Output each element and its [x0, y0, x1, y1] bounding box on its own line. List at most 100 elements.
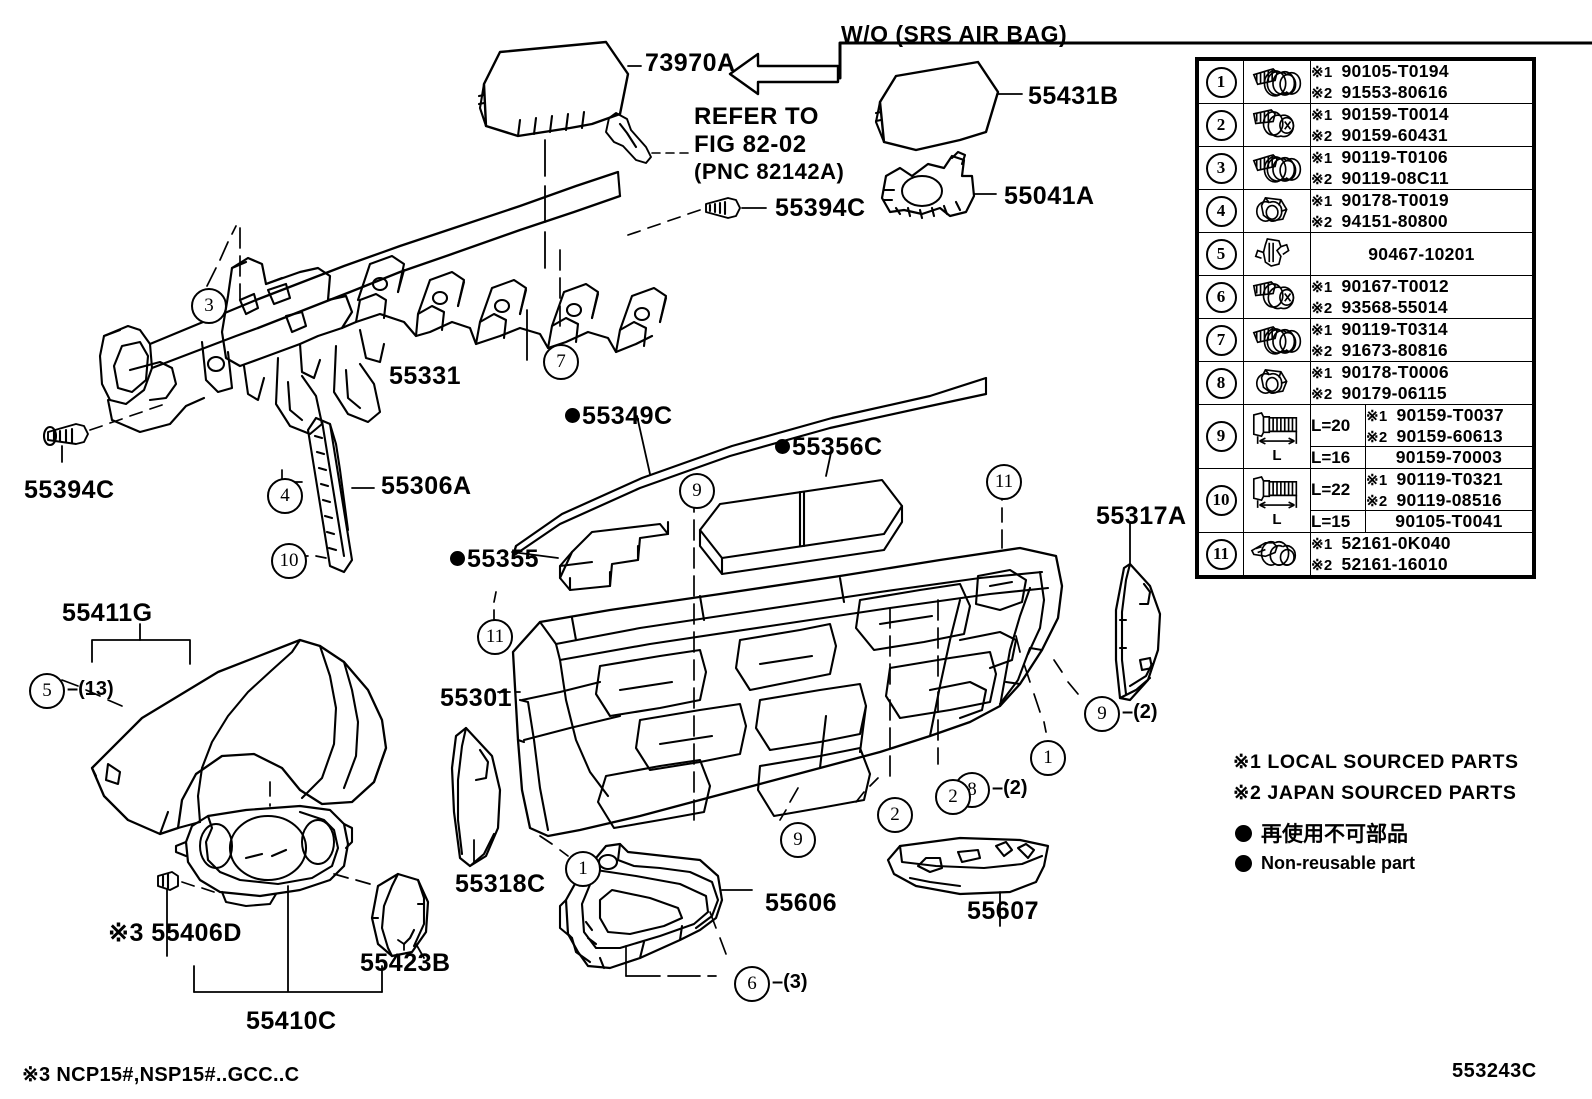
callout-number: 8	[967, 779, 977, 800]
legend-callout-number: 8	[1205, 367, 1237, 399]
source-mark: ※1	[1366, 472, 1397, 490]
legend-part-number: 90159-70003	[1366, 447, 1532, 468]
variant-arrow	[728, 52, 840, 96]
refer-to-line-2: FIG 82-02	[694, 131, 807, 159]
part-number-text: 55349C	[582, 402, 673, 430]
legend-row: 1 ※1 90105-T0194※2 91553-80616	[1198, 60, 1533, 104]
legend-row: 3※1 90119-T0106※2 90119-08C11	[1198, 146, 1533, 190]
refer-to-line-1: REFER TO	[694, 103, 819, 130]
part-number-value: 90119-08C11	[1341, 168, 1449, 188]
bolt-length-label: L	[1272, 511, 1282, 529]
part-number-value: 90159-T0037	[1396, 405, 1504, 425]
screw-55394c-left	[42, 423, 89, 447]
legend-row: 8※1 90178-T0006※2 90179-06115	[1198, 361, 1533, 405]
bolt-length-label: L	[1272, 447, 1282, 464]
part-number-group: 90467-10201	[1311, 244, 1532, 265]
part-number-text: 55411G	[62, 599, 153, 627]
part-label-55355: 55355	[450, 546, 539, 572]
legend-part-number: ※1 90119-T0321	[1366, 469, 1532, 490]
source-mark: ※1	[1311, 193, 1342, 211]
part-number-value: 90159-T0014	[1341, 104, 1449, 125]
callout-number: 6	[747, 973, 757, 994]
part-number-text: ※3 55406D	[108, 919, 242, 947]
legend-part-number: ※1 90167-T0012	[1311, 276, 1532, 297]
legend-part-number: ※1 90178-T0019	[1311, 190, 1532, 211]
part-number-text: 55318C	[455, 870, 546, 898]
legend-fastener-image-cell	[1243, 275, 1311, 319]
part-55356c-shape	[698, 478, 904, 576]
part-number-value: 90178-T0006	[1341, 362, 1449, 383]
source-mark: ※2	[1311, 386, 1342, 403]
part-number-text: 73970A	[645, 49, 736, 77]
part-number-text: 55423B	[360, 949, 451, 977]
callout-number: 1	[578, 858, 588, 879]
callout-qty: –(2)	[1122, 701, 1158, 723]
sourcing-notes: ※1 LOCAL SOURCED PARTS ※2 JAPAN SOURCED …	[1233, 750, 1519, 812]
part-label-55431b: 55431B	[1028, 83, 1119, 109]
legend-part-numbers-cell: ※1 90119-T0321※2 90119-08516	[1365, 468, 1533, 512]
part-label-55606: 55606	[765, 890, 837, 916]
source-mark: ※2	[1311, 300, 1342, 317]
legend-part-number: ※2 90179-06115	[1311, 383, 1532, 404]
legend-row-number-cell: 1	[1198, 60, 1244, 104]
part-number-value: 52161-16010	[1341, 554, 1448, 575]
flange-screw-icon	[1252, 109, 1295, 138]
callout-number: 11	[994, 471, 1014, 492]
legend-fastener-image-cell	[1243, 189, 1311, 233]
non-reusable-legend: 再使用不可部品 Non-reusable part	[1235, 818, 1415, 879]
legend-part-number: ※1 90105-T0194	[1311, 61, 1532, 82]
legend-fastener-image-cell	[1243, 361, 1311, 405]
legend-part-numbers-cell: ※1 90167-T0012※2 93568-55014	[1310, 275, 1533, 319]
part-55410c-shape	[174, 804, 354, 908]
legend-callout-number: 11	[1205, 538, 1237, 570]
legend-part-number: ※2 90159-60613	[1366, 426, 1532, 447]
legend-row-number-cell: 9	[1198, 403, 1244, 470]
clip-82142a-shape	[605, 112, 652, 164]
callout-qty: –(13)	[67, 678, 114, 700]
callout-qty: –(2)	[992, 777, 1028, 799]
legend-part-numbers-cell: ※1 90178-T0019※2 94151-80800	[1310, 189, 1533, 233]
part-number-value: 90178-T0019	[1341, 190, 1449, 211]
source-mark: ※2	[1311, 557, 1342, 575]
legend-row-number-cell: 5	[1198, 232, 1244, 276]
callout-2: 2	[877, 797, 913, 833]
source-mark: ※1	[1311, 150, 1342, 168]
part-55606-shape	[558, 842, 724, 970]
part-number-value: 90159-60431	[1341, 125, 1448, 145]
part-number-group: ※1 90178-T0019※2 94151-80800	[1311, 190, 1532, 231]
part-number-value: 90159-60613	[1396, 425, 1503, 446]
legend-length-cell: L=15	[1310, 510, 1366, 534]
legend-part-number: ※1 90159-T0037	[1366, 405, 1532, 426]
refer-to-line-3: (PNC 82142A)	[694, 159, 845, 185]
part-number-text: 55355	[467, 545, 540, 573]
filled-circle-icon	[1235, 855, 1252, 872]
part-number-group: 90159-70003	[1366, 447, 1532, 468]
part-number-value: 90119-T0321	[1396, 469, 1503, 490]
part-label-55411g: 55411G	[62, 600, 153, 626]
legend-part-number: ※1 90119-T0106	[1311, 147, 1532, 168]
refer-to-block: REFER TO FIG 82-02 (PNC 82142A)	[694, 103, 845, 185]
callout-1: 1	[565, 851, 601, 887]
legend-fastener-image-cell	[1243, 232, 1311, 276]
legend-row: 7※1 90119-T0314※2 91673-80816	[1198, 318, 1533, 362]
part-number-group: ※1 90159-T0014※2 90159-60431	[1311, 104, 1532, 145]
legend-part-number: 90105-T0041	[1366, 511, 1532, 532]
part-number-text: 55331	[389, 362, 462, 390]
part-number-text: 55606	[765, 889, 838, 917]
legend-part-numbers-cell: ※1 90119-T0314※2 91673-80816	[1310, 318, 1533, 362]
legend-part-number: ※2 90159-60431	[1311, 125, 1532, 146]
part-number-group: ※1 90105-T0194※2 91553-80616	[1311, 61, 1532, 102]
part-number-group: ※1 90119-T0321※2 90119-08516	[1366, 469, 1532, 510]
legend-length-cell: L=20	[1310, 403, 1366, 448]
source-mark: ※2	[1311, 128, 1342, 145]
legend-part-number: ※2 91673-80816	[1311, 340, 1532, 361]
part-label-55410c: 55410C	[246, 1008, 337, 1034]
legend-fastener-image-cell: L	[1243, 403, 1311, 470]
callout-10: 10	[271, 543, 307, 579]
part-55355-shape	[558, 520, 670, 592]
legend-row: 6※1 90167-T0012※2 93568-55014	[1198, 275, 1533, 319]
legend-part-numbers-cell: ※1 90105-T0194※2 91553-80616	[1310, 60, 1533, 104]
part-number-text: 55306A	[381, 472, 472, 500]
callout-5: 5	[29, 673, 65, 709]
